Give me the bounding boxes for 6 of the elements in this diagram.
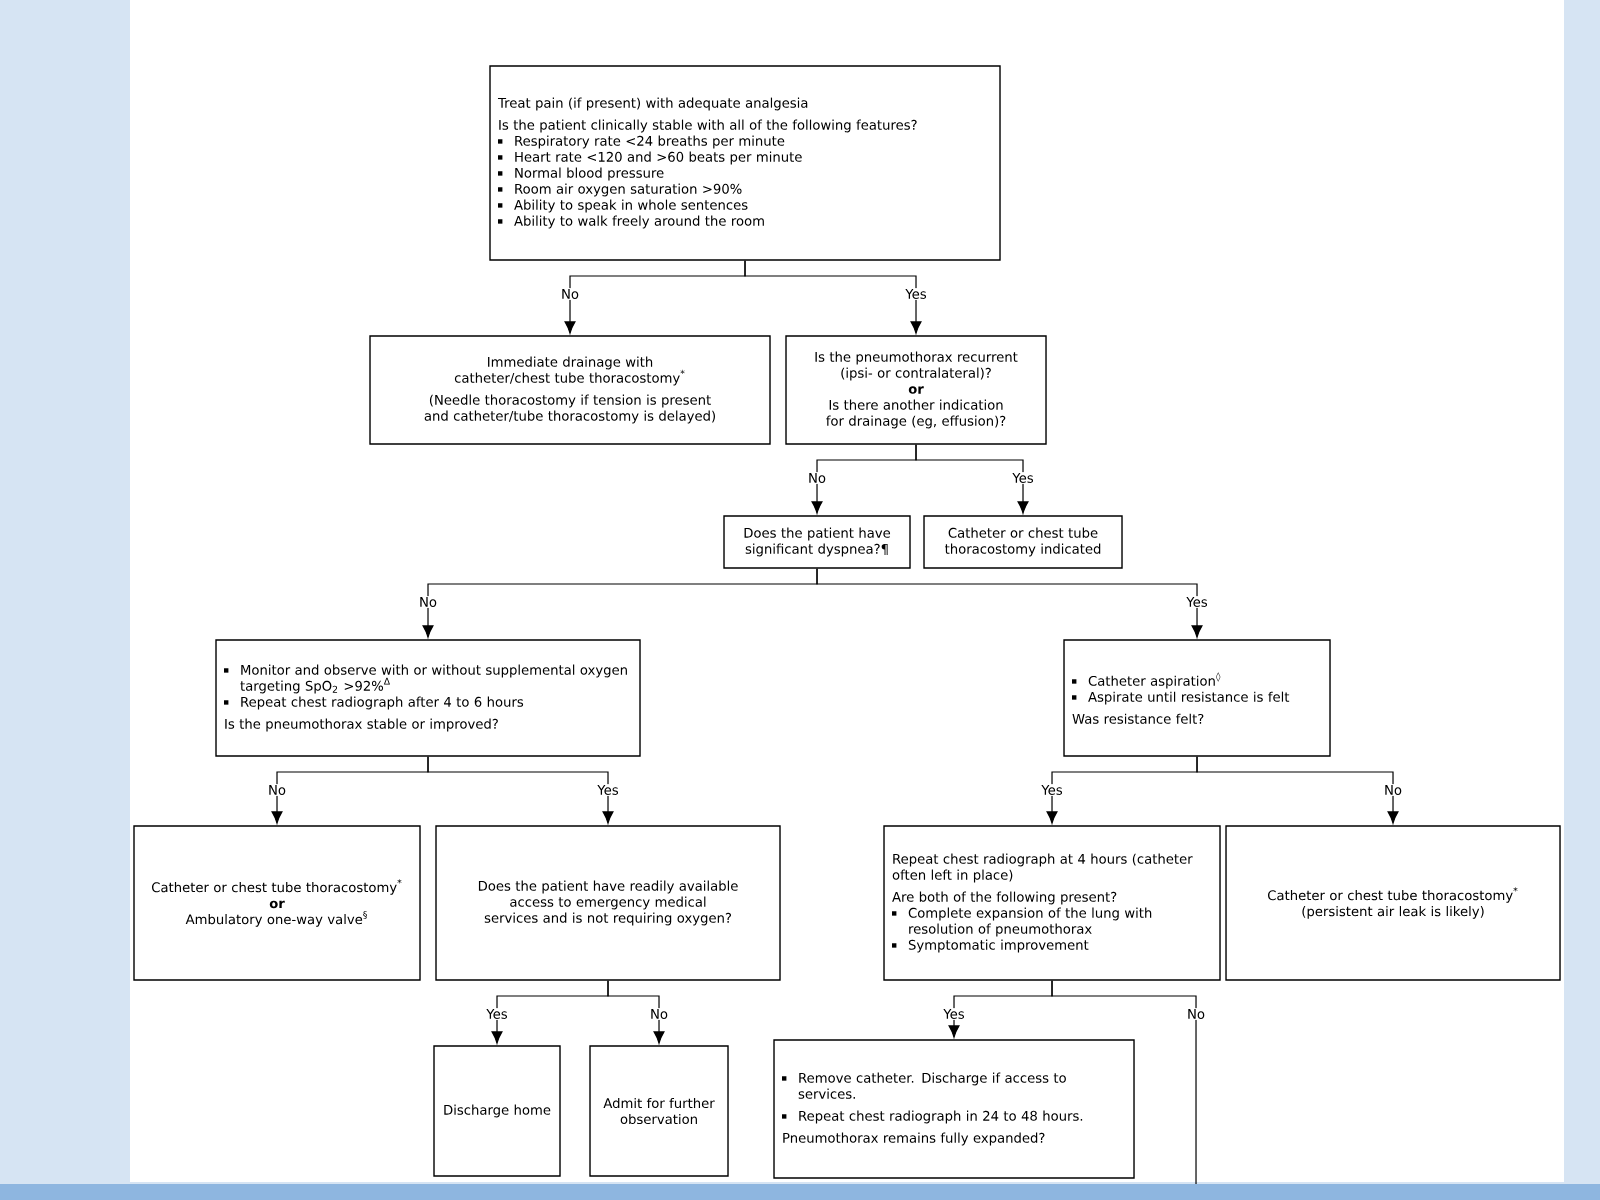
arrow bbox=[607, 980, 665, 1044]
arrow bbox=[816, 568, 1203, 638]
arrow bbox=[744, 260, 922, 334]
arrow bbox=[1196, 756, 1399, 824]
arrow bbox=[427, 756, 614, 824]
arrow bbox=[915, 444, 1029, 514]
